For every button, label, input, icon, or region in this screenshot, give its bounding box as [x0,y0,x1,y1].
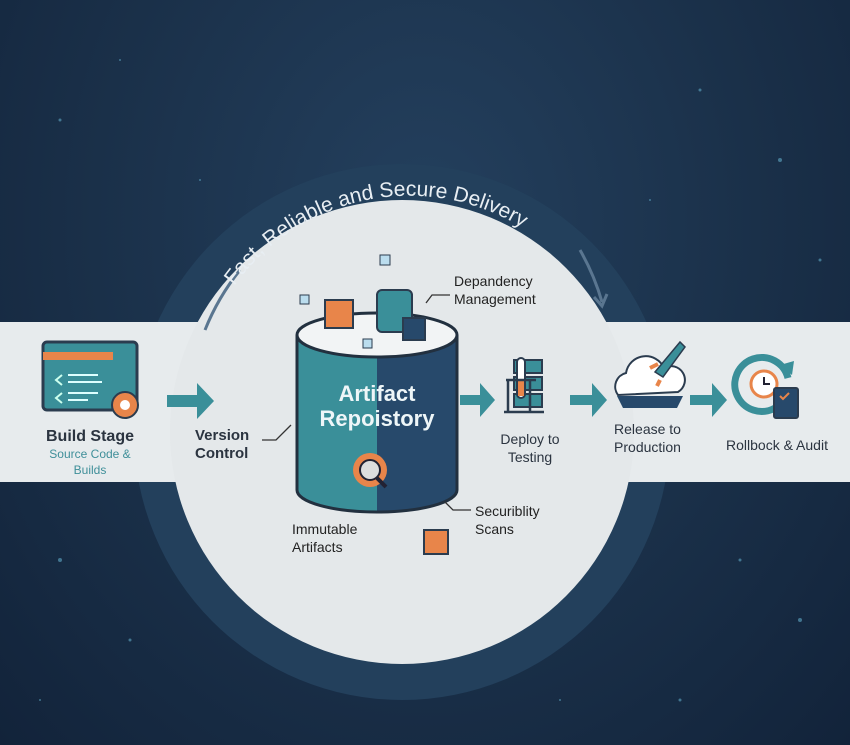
release-line1: Release to [614,421,681,437]
dependency-line1: Depandency [454,273,533,289]
build-stage-title: Build Stage [45,428,134,445]
orange-box-icon [423,529,449,555]
cloud-rocket-icon [614,340,686,408]
build-stage-sub2: Builds [73,463,107,477]
deploy-line1: Deploy to [500,431,560,447]
immutable-line2: Artifacts [292,539,343,555]
build-stage-sub1: Source Code & [49,447,131,461]
gear-icon [111,391,139,419]
deploy-testing-label: Deploy to Testing [485,430,575,466]
version-line2: Control [195,445,249,462]
repository-line2: Repoistory [319,406,435,431]
test-server-icon [504,357,544,414]
security-line2: Scans [475,521,514,537]
artifact-repository-cylinder [295,254,459,514]
flow-arrows [167,383,727,419]
version-line1: Version [195,427,250,444]
code-window-icon [41,340,139,412]
build-stage-label: Build Stage Source Code & Builds [20,428,160,478]
rollback-audit-icon [731,354,799,419]
rollback-audit-label: Rollbock & Audit [726,437,828,453]
security-line1: Securiblity [475,503,540,519]
box-icon [324,299,354,329]
star-dots [39,59,822,702]
dependency-line2: Management [454,291,536,307]
release-line2: Production [614,439,681,455]
deploy-line2: Testing [507,449,553,465]
immutable-line1: Immutable [292,521,358,537]
repository-line1: Artifact [338,381,416,406]
release-production-label: Release to Production [600,420,695,456]
